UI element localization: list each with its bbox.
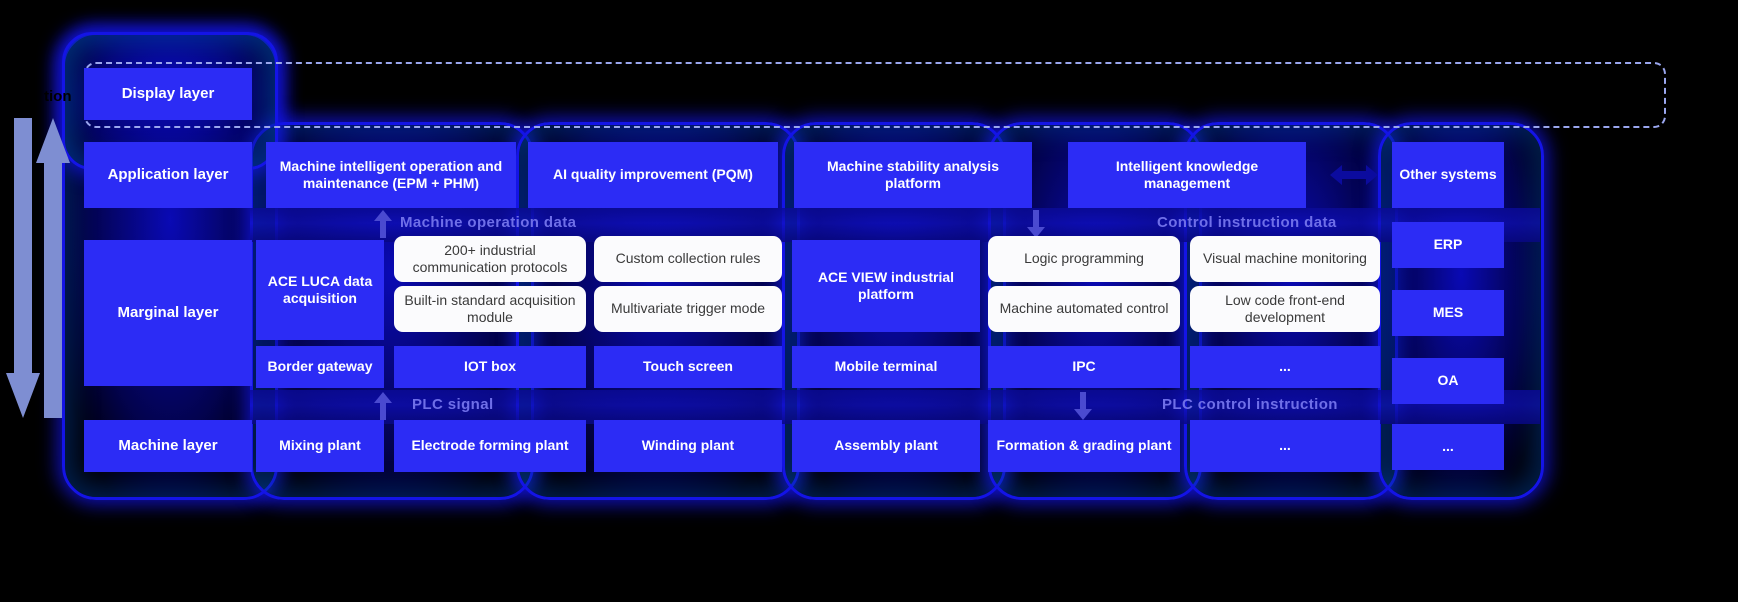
feature-visual-machine-monitoring[interactable]: Visual machine monitoring	[1190, 236, 1380, 282]
plc-control-instruction-arrow	[1074, 392, 1092, 420]
flow-label-plc-signal: PLC signal	[412, 396, 494, 413]
plc-signal-arrow	[374, 392, 392, 420]
app-item-pqm[interactable]: AI quality improvement (PQM)	[528, 142, 778, 208]
feature-machine-automated-control[interactable]: Machine automated control	[988, 286, 1180, 332]
downward-flow-arrow	[6, 118, 40, 418]
plant-mixing[interactable]: Mixing plant	[256, 420, 384, 472]
external-systems-header[interactable]: Other systems	[1392, 142, 1504, 208]
device-border-gateway[interactable]: Border gateway	[256, 346, 384, 388]
plant-formation-grading[interactable]: Formation & grading plant	[988, 420, 1180, 472]
platform-ace-view[interactable]: ACE VIEW industrial platform	[792, 240, 980, 332]
plant-more[interactable]: ...	[1190, 420, 1380, 472]
device-touch-screen[interactable]: Touch screen	[594, 346, 782, 388]
cropped-caption-text: tion	[44, 88, 72, 105]
plant-electrode-forming[interactable]: Electrode forming plant	[394, 420, 586, 472]
control-instruction-data-arrow	[1027, 210, 1045, 238]
feature-industrial-protocols[interactable]: 200+ industrial communication protocols	[394, 236, 586, 282]
plant-winding[interactable]: Winding plant	[594, 420, 782, 472]
machine-operation-data-arrow	[374, 210, 392, 238]
flow-label-plc-control-instruction: PLC control instruction	[1162, 396, 1338, 413]
layer-label-application: Application layer	[84, 142, 252, 208]
layer-label-display: Display layer	[84, 68, 252, 120]
upward-flow-arrow	[36, 118, 70, 418]
device-ipc[interactable]: IPC	[988, 346, 1180, 388]
external-system-oa[interactable]: OA	[1392, 358, 1504, 404]
app-item-epm-phm[interactable]: Machine intelligent operation and mainte…	[266, 142, 516, 208]
external-system-more[interactable]: ...	[1392, 424, 1504, 470]
app-item-knowledge-management[interactable]: Intelligent knowledge management	[1068, 142, 1306, 208]
bidirectional-link-arrow	[1330, 163, 1378, 187]
feature-builtin-acquisition-module[interactable]: Built-in standard acquisition module	[394, 286, 586, 332]
app-item-stability-platform[interactable]: Machine stability analysis platform	[794, 142, 1032, 208]
feature-multivariate-trigger-mode[interactable]: Multivariate trigger mode	[594, 286, 782, 332]
platform-ace-luca[interactable]: ACE LUCA data acquisition	[256, 240, 384, 340]
feature-logic-programming[interactable]: Logic programming	[988, 236, 1180, 282]
feature-custom-collection-rules[interactable]: Custom collection rules	[594, 236, 782, 282]
plant-assembly[interactable]: Assembly plant	[792, 420, 980, 472]
layer-label-marginal: Marginal layer	[84, 240, 252, 386]
layer-label-machine: Machine layer	[84, 420, 252, 472]
device-mobile-terminal[interactable]: Mobile terminal	[792, 346, 980, 388]
display-layer-dashed-frame	[84, 62, 1666, 128]
external-system-mes[interactable]: MES	[1392, 290, 1504, 336]
external-system-erp[interactable]: ERP	[1392, 222, 1504, 268]
device-iot-box[interactable]: IOT box	[394, 346, 586, 388]
device-more[interactable]: ...	[1190, 346, 1380, 388]
feature-low-code-development[interactable]: Low code front-end development	[1190, 286, 1380, 332]
flow-label-machine-operation-data: Machine operation data	[400, 214, 577, 231]
flow-label-control-instruction-data: Control instruction data	[1157, 214, 1337, 231]
